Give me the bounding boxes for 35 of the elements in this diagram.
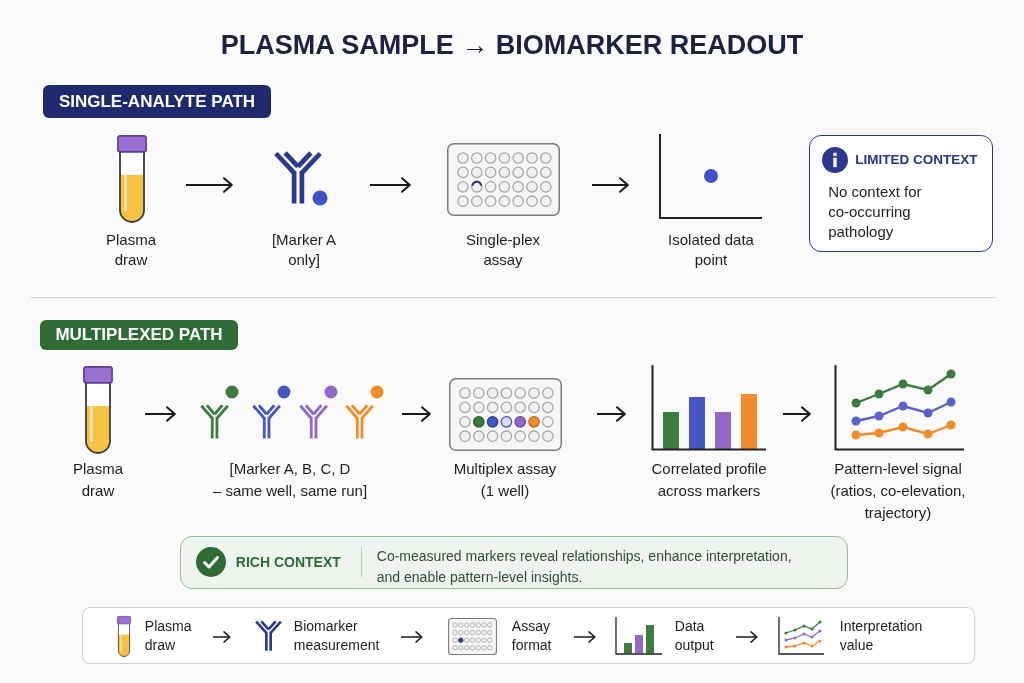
arrow: [735, 631, 758, 643]
callout-box: [809, 135, 993, 252]
step-caption: Multiplex assay (1 well): [452, 459, 558, 501]
key-label: Biomarker measurement: [293, 616, 381, 655]
summary-banner: [180, 536, 848, 589]
arrow: [596, 406, 626, 422]
section-header: SINGLE-ANALYTE PATH: [43, 85, 271, 118]
step-caption: Plasma draw: [105, 230, 157, 270]
callout-text: No context for co-occurring pathology: [828, 182, 923, 243]
step-caption: Single-plex assay: [464, 230, 542, 270]
title: PLASMA SAMPLE → BIOMARKER READOUT: [220, 29, 804, 62]
arrow: [591, 177, 629, 193]
step-caption: [Marker A only]: [270, 230, 338, 270]
key-label: Data output: [674, 616, 715, 655]
step-caption: Isolated data point: [667, 230, 755, 270]
step-caption: Pattern-level signal (ratios, co-elevation, trajectory): [829, 459, 967, 523]
key-label: Interpretation value: [839, 616, 924, 655]
arrow: [144, 406, 176, 422]
arrow: [401, 406, 431, 422]
key-panel: [82, 607, 975, 664]
summary-text: Co-measured markers reveal relationships, enhance interpretation, and enable pattern-level insights.: [376, 546, 793, 587]
summary-heading: RICH CONTEXT: [235, 552, 341, 571]
arrow: [400, 631, 423, 643]
arrow: [212, 631, 231, 643]
key-label: Assay format: [511, 616, 553, 655]
callout-heading: LIMITED CONTEXT: [855, 151, 978, 170]
key-label: Plasma draw: [144, 616, 193, 655]
arrow: [782, 406, 811, 422]
step-caption: [Marker A, B, C, D – same well, same run]: [211, 459, 369, 501]
step-caption: Correlated profile across markers: [650, 459, 768, 501]
arrow: [573, 631, 596, 643]
arrow: [369, 177, 411, 193]
arrow: [185, 177, 233, 193]
section-header: MULTIPLEXED PATH: [40, 320, 238, 350]
step-caption: Plasma draw: [72, 459, 124, 501]
